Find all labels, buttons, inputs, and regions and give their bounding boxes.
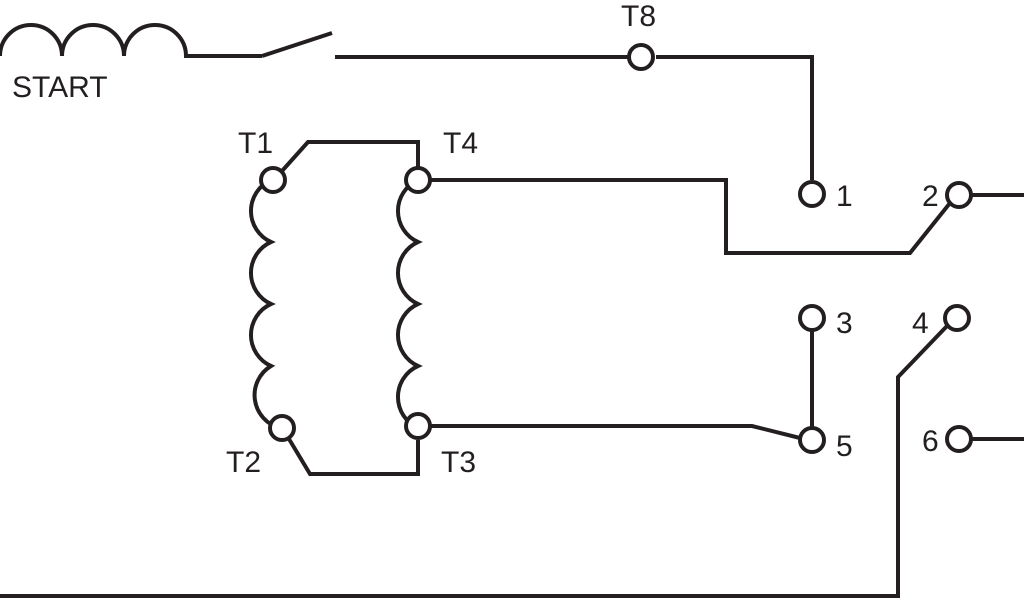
label-terminal-6: 6 [922, 425, 939, 458]
label-terminal-4: 4 [912, 307, 929, 340]
wire-t4-to-terminal-2 [431, 178, 952, 255]
terminal-5 [798, 426, 826, 454]
terminal-2 [945, 181, 973, 209]
terminal-t1 [259, 166, 287, 194]
label-terminal-1: 1 [836, 180, 853, 213]
label-start: START [12, 71, 108, 104]
terminal-1 [798, 180, 826, 208]
start-coil [0, 23, 262, 58]
jumper-t1-t4 [280, 140, 420, 173]
label-terminal-2: 2 [922, 180, 939, 213]
terminal-t4 [404, 166, 432, 194]
label-t3: T3 [441, 446, 476, 479]
wire-t8-to-terminal-1 [335, 55, 814, 180]
terminal-6 [945, 425, 973, 453]
terminal-t2 [268, 414, 296, 442]
winding-t4-t3 [396, 178, 423, 430]
terminal-3 [798, 304, 826, 332]
terminal-t3 [404, 412, 432, 440]
label-t1: T1 [238, 127, 273, 160]
label-terminal-3: 3 [836, 307, 853, 340]
jumper-t2-t3 [287, 437, 420, 476]
label-terminal-5: 5 [836, 430, 853, 463]
wire-t3-to-terminal-5 [431, 424, 801, 440]
wire-terminal-4-return [0, 324, 949, 598]
winding-t1-t2 [249, 178, 281, 430]
start-switch [261, 31, 333, 58]
label-t8: T8 [621, 0, 656, 33]
label-t4: T4 [443, 127, 478, 160]
terminal-t8 [627, 43, 655, 71]
label-t2: T2 [226, 446, 261, 479]
terminal-4 [943, 304, 971, 332]
